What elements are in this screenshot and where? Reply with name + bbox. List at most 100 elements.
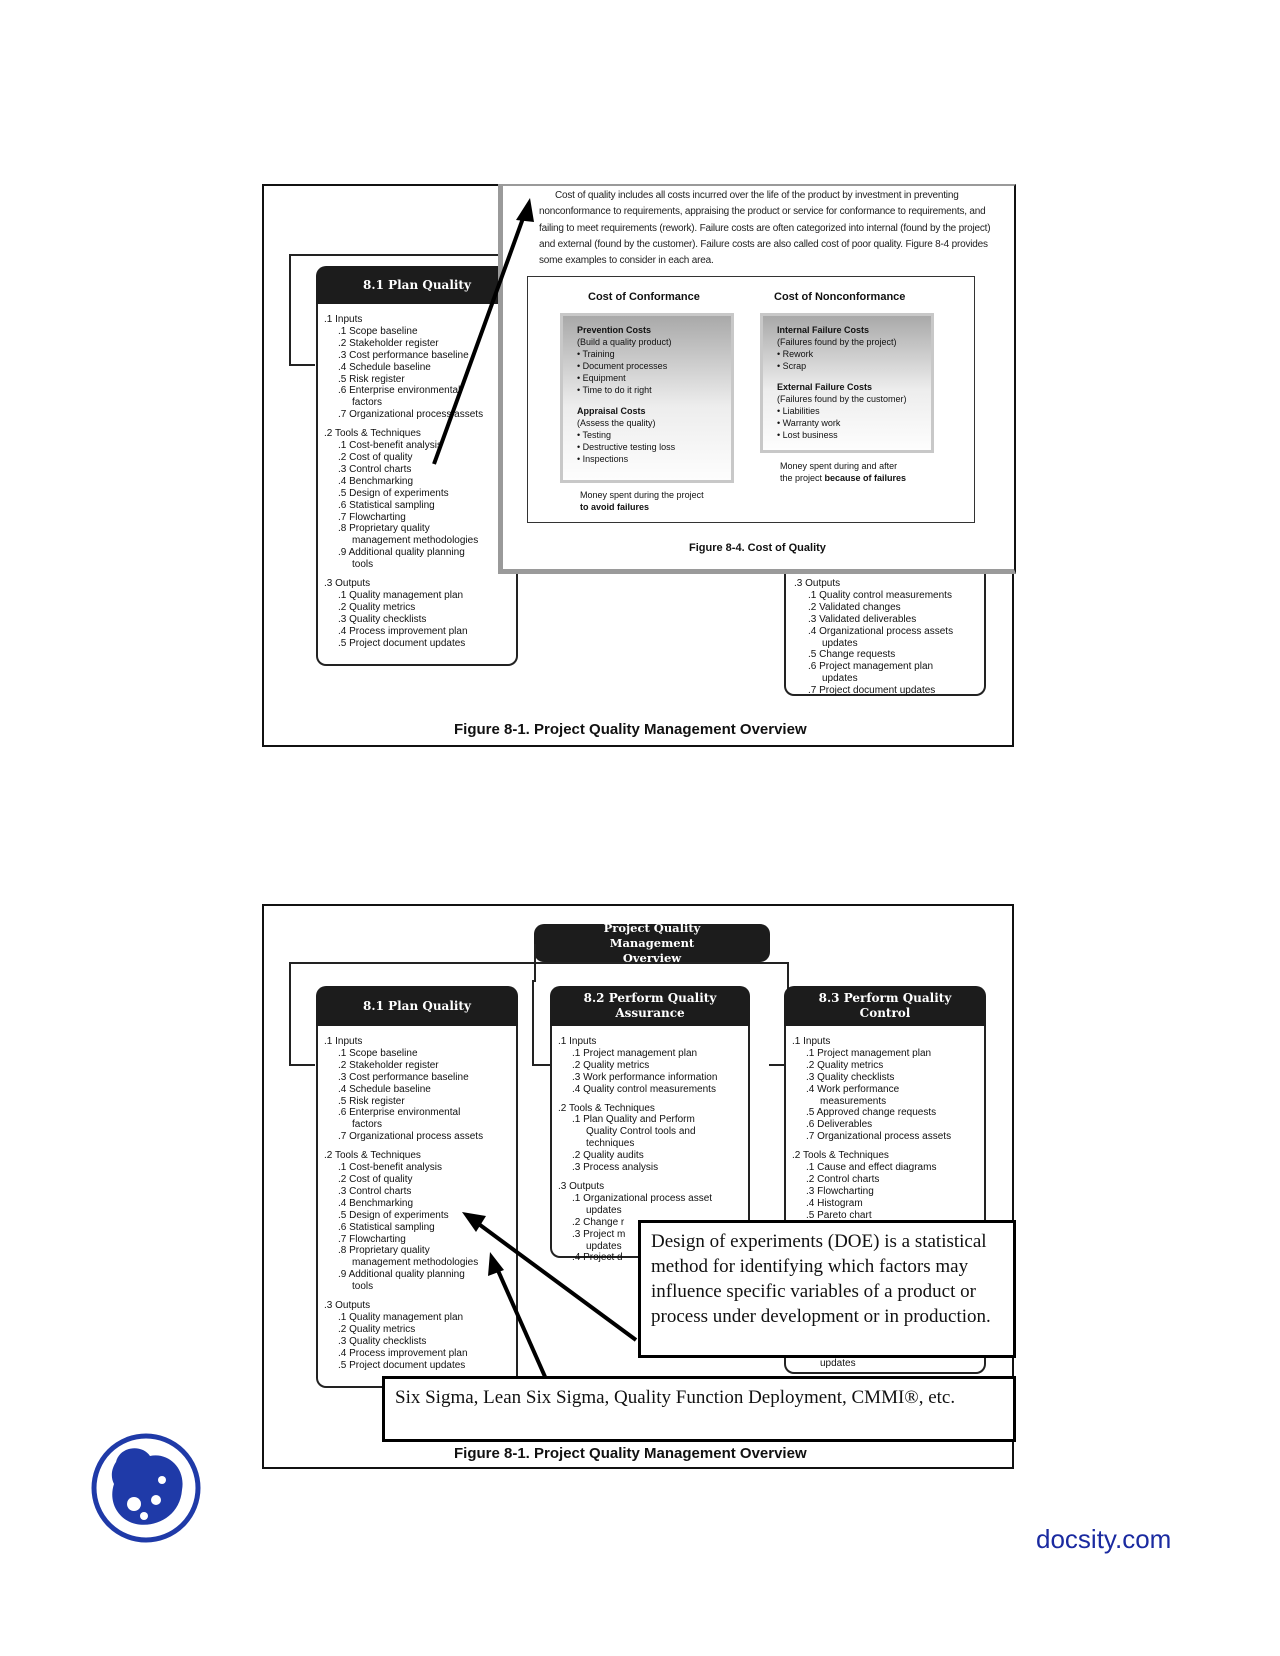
- popup-paragraph: Cost of quality includes all costs incur…: [539, 190, 991, 267]
- list-item: • Testing: [577, 430, 612, 440]
- list-item: .2 Change r: [572, 1216, 625, 1228]
- conformance-note: Money spent during the project to avoid …: [580, 490, 704, 512]
- connector-mid: [534, 944, 536, 982]
- plan-quality-list: .1 Inputs .1 Scope baseline .2 Stakehold…: [324, 314, 483, 649]
- list-item: • Warranty work: [777, 418, 841, 428]
- docsity-brand[interactable]: docsity.com: [1036, 1524, 1172, 1554]
- list-item: .5 Project document updates: [338, 1359, 466, 1371]
- list-item: .3 Control charts: [338, 463, 412, 475]
- docsity-logo-icon: [91, 1433, 201, 1543]
- cost-figure-caption: Figure 8-4. Cost of Quality: [689, 542, 826, 554]
- internal-title: Internal Failure Costs: [777, 325, 870, 335]
- list-item: • Time to do it right: [577, 385, 652, 395]
- conformance-box: Prevention Costs (Build a quality produc…: [560, 313, 734, 483]
- assurance-inputs-head: .1 Inputs: [558, 1036, 597, 1047]
- callout-arrows: [462, 1212, 638, 1389]
- list-item: .1 Plan Quality and Perform: [572, 1114, 695, 1126]
- nonconformance-box: Internal Failure Costs (Failures found b…: [760, 313, 934, 453]
- list-item: .6 Project management plan: [808, 661, 934, 673]
- list-item: .1 Quality management plan: [338, 589, 464, 601]
- list-item: .6 Statistical sampling: [338, 1221, 435, 1233]
- list-item: .5 Project document updates: [338, 637, 466, 649]
- list-item: management methodologies: [352, 1257, 479, 1269]
- connector-left-down: [289, 254, 315, 366]
- list-item: • Rework: [777, 349, 814, 359]
- quality-assurance-panel: [550, 1026, 750, 1258]
- list-item: .5 Approved change requests: [806, 1107, 937, 1119]
- list-item: tools: [352, 1281, 374, 1293]
- list-item: .4 Organizational process assets: [808, 625, 954, 637]
- list-item: .8 Proprietary quality: [338, 523, 430, 535]
- list-item: .7 Project document updates: [808, 685, 936, 697]
- plan-outputs-head: .3 Outputs: [324, 1300, 371, 1312]
- list-item: .4 Quality control measurements: [572, 1083, 716, 1095]
- list-item: .1 Scope baseline: [338, 325, 418, 337]
- list-item: .3 Project m: [572, 1228, 626, 1240]
- list-item: .1 Scope baseline: [338, 1047, 418, 1059]
- list-item: updates: [586, 1240, 622, 1252]
- external-sub: (Failures found by the customer): [777, 394, 907, 404]
- list-item: .1 Cause and effect diagrams: [806, 1162, 937, 1174]
- cost-figure-frame: Cost of Conformance Cost of Nonconforman…: [527, 276, 975, 523]
- plan-quality-header: 8.1 Plan Quality: [316, 266, 518, 304]
- list-item: .5 Design of experiments: [338, 487, 449, 499]
- internal-sub: (Failures found by the project): [777, 337, 897, 347]
- list-item: • Inspections: [577, 454, 629, 464]
- list-item: .4 Project d: [572, 1252, 623, 1264]
- list-item: • Document processes: [577, 361, 668, 371]
- list-item: .5 Pareto chart: [806, 1209, 872, 1221]
- plan-quality-panel: [316, 304, 518, 666]
- list-item: measurements: [820, 1095, 887, 1107]
- list-item: Quality Control tools and: [586, 1126, 696, 1138]
- control-quality-panel: [784, 566, 986, 696]
- connector-top: [289, 962, 789, 982]
- plan-inputs-head: .1 Inputs: [324, 314, 363, 325]
- connector-mid-down: [532, 980, 552, 1066]
- list-item: .3 Flowcharting: [806, 1185, 874, 1197]
- list-item: .2 Validated changes: [808, 601, 901, 613]
- quality-control-header: 8.3 Perform Quality Control: [784, 986, 986, 1026]
- control-inputs-head: .1 Inputs: [792, 1036, 831, 1047]
- list-item: • Equipment: [577, 373, 626, 383]
- list-item: .7 Organizational process assets: [338, 1131, 484, 1143]
- list-item: factors: [352, 397, 383, 409]
- list-item: .2 Quality metrics: [338, 601, 416, 613]
- list-item: • Destructive testing loss: [577, 442, 676, 452]
- list-item: .2 Stakeholder register: [338, 337, 439, 349]
- list-item: .1 Quality management plan: [338, 1311, 464, 1323]
- list-item: .5 Risk register: [338, 373, 405, 385]
- control-tail: updates: [820, 1358, 856, 1369]
- list-item: .6 Deliverables: [806, 1119, 873, 1131]
- plan-tools-head: .2 Tools & Techniques: [324, 428, 421, 440]
- quality-assurance-header: 8.2 Perform Quality Assurance: [550, 986, 750, 1026]
- figure-bottom-caption: Figure 8-1. Project Quality Management O…: [454, 1445, 807, 1462]
- plan-quality-header: 8.1 Plan Quality: [316, 986, 518, 1026]
- list-item: .4 Process improvement plan: [338, 625, 468, 637]
- list-item: .4 Work performance: [806, 1083, 900, 1095]
- list-item: tools: [352, 559, 374, 571]
- control-tools-head: .2 Tools & Techniques: [792, 1150, 889, 1162]
- list-item: .6 Enterprise environmental: [338, 1107, 461, 1119]
- list-item: .4 Schedule baseline: [338, 361, 431, 373]
- list-item: .3 Quality checklists: [338, 613, 427, 625]
- external-title: External Failure Costs: [777, 382, 873, 392]
- list-item: .1 Project management plan: [572, 1047, 698, 1059]
- quality-assurance-list: .1 Inputs .1 Project management plan .2 …: [558, 1036, 717, 1264]
- plan-quality-list: .1 Inputs .1 Scope baseline .2 Stakehold…: [324, 1036, 483, 1371]
- list-item: .2 Stakeholder register: [338, 1059, 439, 1071]
- list-item: .8 Proprietary quality: [338, 1245, 430, 1257]
- list-item: .3 Validated deliverables: [808, 613, 917, 625]
- list-item: .4 Schedule baseline: [338, 1083, 431, 1095]
- list-item: • Liabilities: [777, 406, 820, 416]
- list-item: .1 Organizational process asset: [572, 1192, 713, 1204]
- prevention-sub: (Build a quality product): [577, 337, 672, 347]
- list-item: .1 Cost-benefit analysis: [338, 440, 442, 452]
- list-item: .6 Statistical sampling: [338, 499, 435, 511]
- list-item: .3 Quality checklists: [338, 1335, 427, 1347]
- assurance-tools-head: .2 Tools & Techniques: [558, 1102, 655, 1114]
- overview-header: Project Quality Management Overview: [534, 921, 770, 965]
- list-item: .9 Additional quality planning: [338, 1269, 465, 1281]
- list-item: .4 Benchmarking: [338, 1197, 414, 1209]
- list-item: .2 Quality metrics: [572, 1059, 650, 1071]
- list-item: techniques: [586, 1138, 635, 1150]
